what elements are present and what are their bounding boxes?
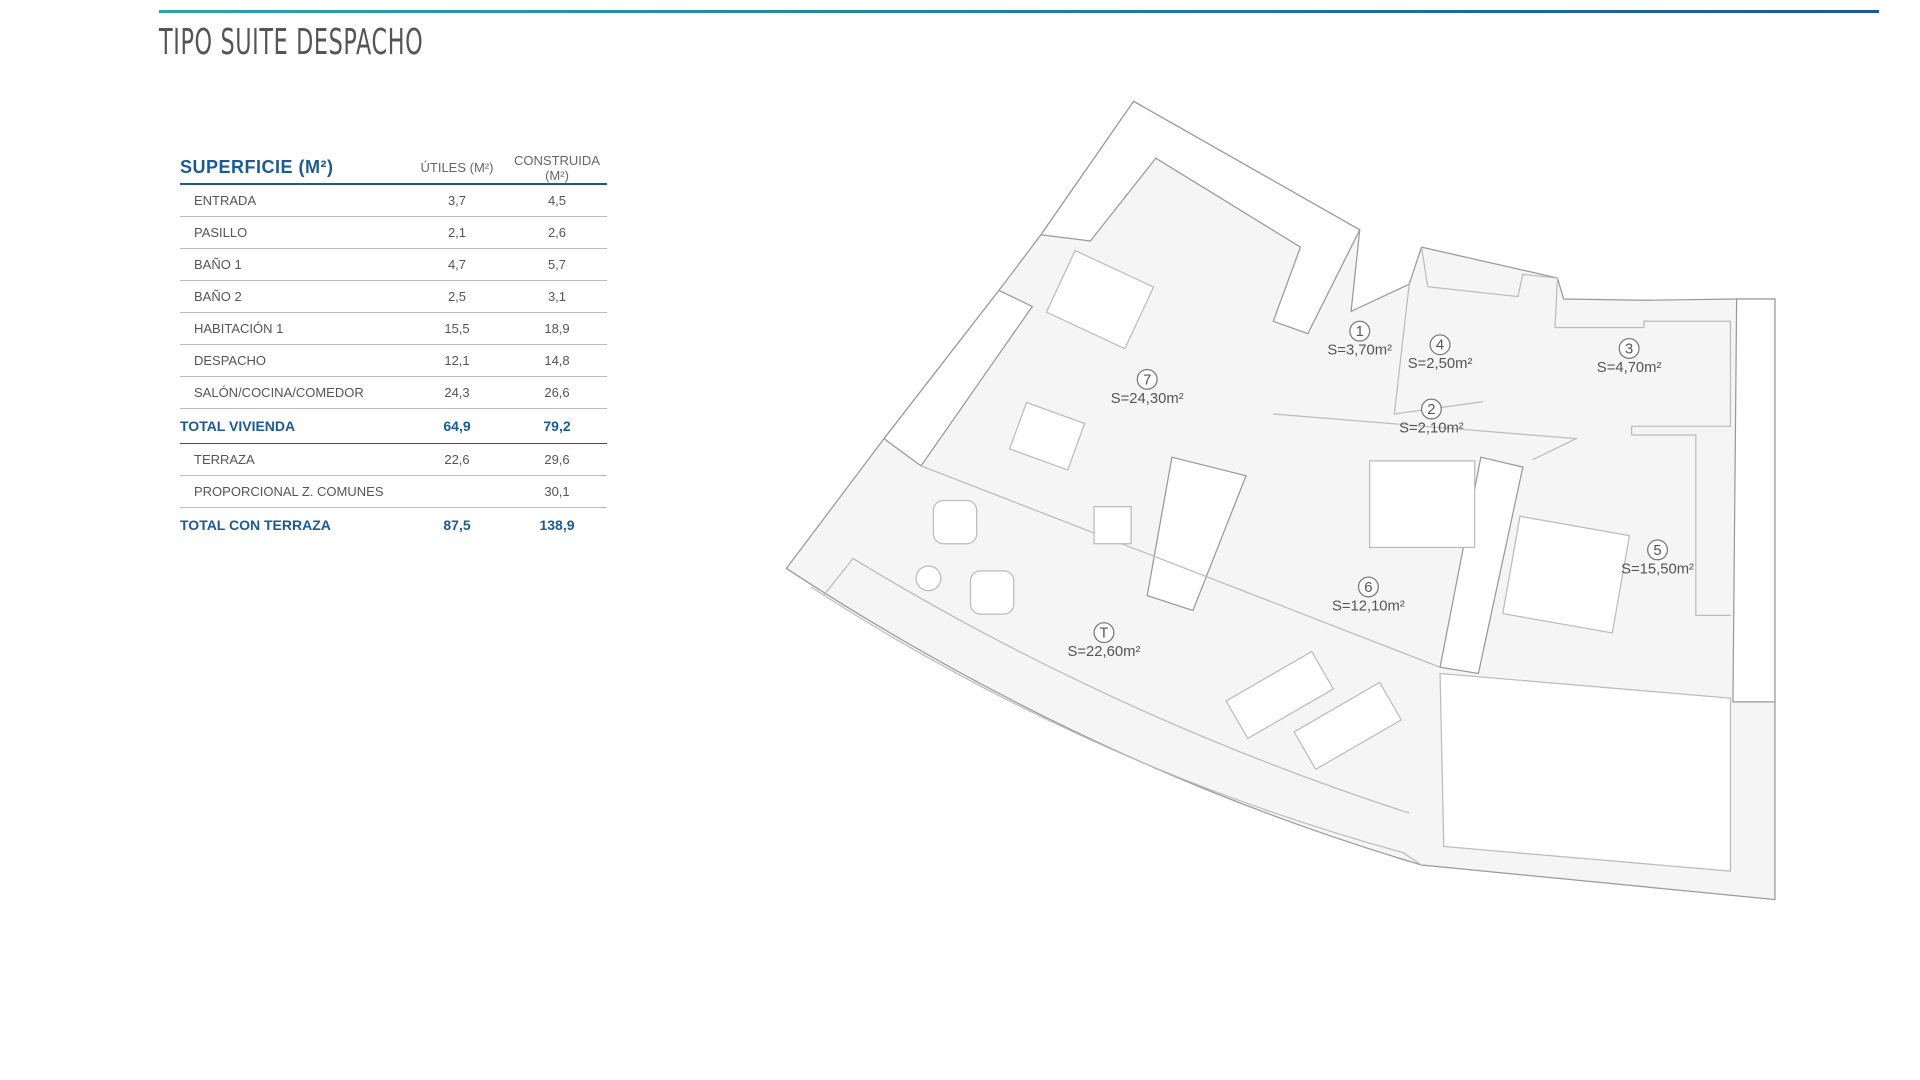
- row-label: ENTRADA: [180, 184, 407, 217]
- room-number: 6: [1364, 580, 1372, 596]
- room-label: 4S=2,50m²: [1408, 334, 1473, 372]
- row-utiles: 24,3: [407, 376, 507, 409]
- room-area: S=12,10m²: [1332, 598, 1405, 614]
- room-number-circle: [1349, 320, 1371, 342]
- room-number: 2: [1427, 402, 1435, 418]
- row-label: TOTAL VIVIENDA: [180, 408, 407, 444]
- row-utiles: 15,5: [407, 312, 507, 345]
- page-title: TIPO SUITE DESPACHO: [159, 22, 424, 63]
- room-number-circle: [1618, 337, 1640, 359]
- col-utiles: ÚTILES (M²): [407, 152, 507, 185]
- room-number: 1: [1356, 324, 1364, 340]
- row-utiles: [407, 475, 507, 508]
- room-number: 5: [1653, 543, 1661, 559]
- room-number-circle: [1420, 398, 1442, 420]
- row-construida: 79,2: [507, 408, 607, 444]
- row-construida: 5,7: [507, 248, 607, 281]
- row-utiles: 4,7: [407, 248, 507, 281]
- room-area: S=22,60m²: [1068, 644, 1141, 660]
- row-label: DESPACHO: [180, 344, 407, 377]
- room-number: 3: [1625, 341, 1633, 357]
- room-label: 7S=24,30m²: [1111, 368, 1184, 407]
- row-utiles: 2,1: [407, 216, 507, 249]
- room-number-circle: [1136, 368, 1158, 390]
- row-construida: 3,1: [507, 280, 607, 313]
- room-number-circle: [1647, 539, 1669, 561]
- room-label: 6S=12,10m²: [1332, 576, 1405, 614]
- row-utiles: 2,5: [407, 280, 507, 313]
- row-utiles: 87,5: [443, 517, 471, 533]
- room-number: 4: [1436, 338, 1444, 354]
- row-construida: 14,8: [507, 344, 607, 377]
- row-label: BAÑO 1: [180, 248, 407, 281]
- table-row: PROPORCIONAL Z. COMUNES 30,1: [180, 475, 607, 508]
- room-area: S=2,50m²: [1408, 356, 1473, 372]
- room-number-circle: [1357, 576, 1379, 598]
- room-label: 5S=15,50m²: [1621, 539, 1694, 577]
- room-number: 7: [1143, 372, 1151, 388]
- row-utiles: 12,1: [407, 344, 507, 377]
- col-superficie: SUPERFICIE (M²): [180, 152, 407, 185]
- room-number: T: [1099, 626, 1108, 642]
- surface-table: SUPERFICIE (M²) ÚTILES (M²) CONSTRUIDA (…: [180, 152, 607, 542]
- row-label: TERRAZA: [180, 443, 407, 476]
- room-label: T S=22,60m²: [1068, 622, 1141, 660]
- room-number-circle: [1429, 334, 1451, 356]
- row-construida: 29,6: [507, 443, 607, 476]
- room-number-circle: [1093, 622, 1115, 644]
- col-construida: CONSTRUIDA (M²): [507, 152, 607, 185]
- row-label: BAÑO 2: [180, 280, 407, 313]
- row-construida: 30,1: [507, 475, 607, 508]
- room-area: S=3,70m²: [1327, 343, 1392, 359]
- room-label: 1S=3,70m²: [1327, 320, 1392, 359]
- row-construida: 26,6: [507, 376, 607, 409]
- room-area: S=15,50m²: [1621, 561, 1694, 577]
- row-construida: 138,9: [539, 517, 575, 533]
- row-utiles: 3,7: [407, 184, 507, 217]
- row-label: PASILLO: [180, 216, 407, 249]
- table-header: SUPERFICIE (M²) ÚTILES (M²) CONSTRUIDA (…: [180, 152, 607, 185]
- room-area: S=4,70m²: [1597, 360, 1662, 376]
- row-label: HABITACIÓN 1: [180, 312, 407, 345]
- header-rule: [159, 10, 1879, 13]
- row-utiles: 22,6: [407, 443, 507, 476]
- row-utiles: 64,9: [407, 408, 507, 444]
- room-area: S=24,30m²: [1111, 391, 1184, 407]
- total-row: TOTAL CON TERRAZA 87,5 138,9: [180, 508, 607, 543]
- row-construida: 2,6: [507, 216, 607, 249]
- room-area: S=2,10m²: [1399, 420, 1464, 436]
- row-label: PROPORCIONAL Z. COMUNES: [180, 475, 407, 508]
- row-construida: 18,9: [507, 312, 607, 345]
- row-label: SALÓN/COCINA/COMEDOR: [180, 376, 407, 409]
- row-construida: 4,5: [507, 184, 607, 217]
- room-label: 2S=2,10m²: [1399, 398, 1464, 436]
- room-label: 3S=4,70m²: [1597, 337, 1662, 376]
- row-label: TOTAL CON TERRAZA: [180, 517, 331, 533]
